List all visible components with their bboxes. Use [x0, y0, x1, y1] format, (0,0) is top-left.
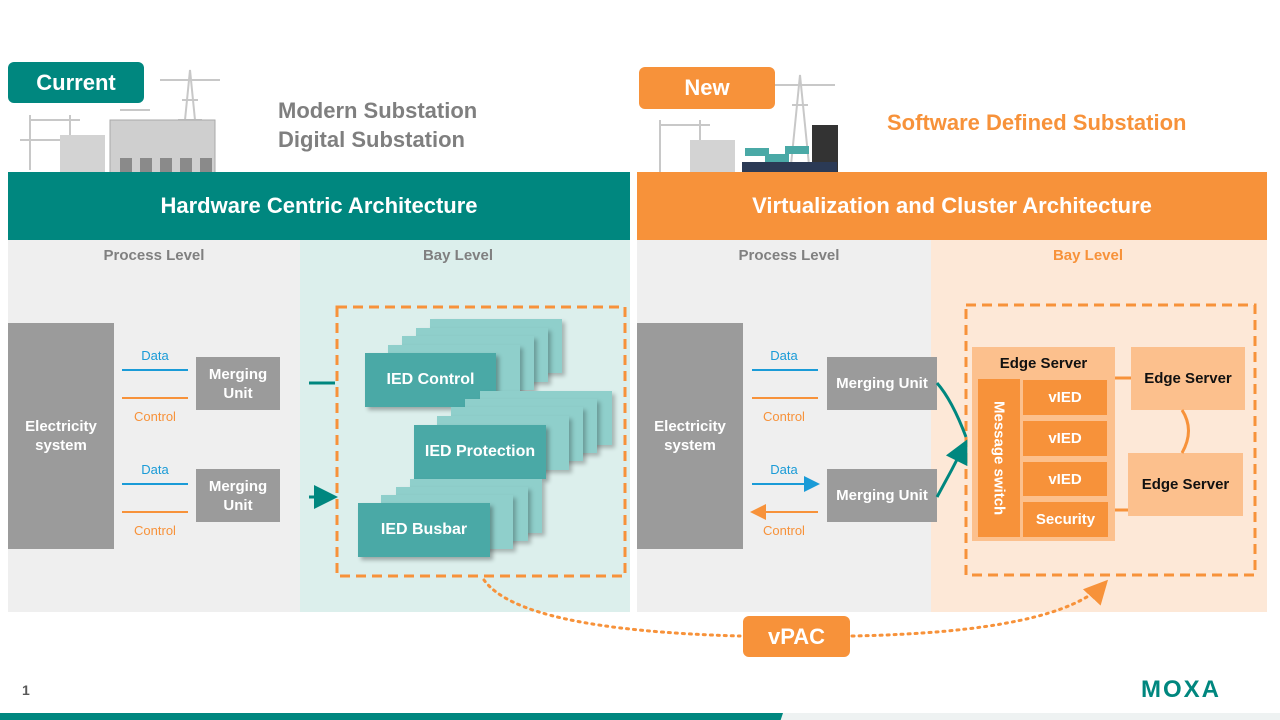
substation-illustration-current [20, 69, 220, 176]
virtualization-header: Virtualization and Cluster Architecture [637, 172, 1267, 240]
bay-level-label: Bay Level [1052, 247, 1124, 264]
cluster-link [1115, 376, 1190, 512]
merging-unit: Merging Unit [196, 469, 280, 522]
mu-to-switch-arrow [935, 382, 966, 498]
vied-box: vIED [1023, 380, 1107, 415]
mu-to-ied-arrow [309, 381, 335, 497]
bay-level-label: Bay Level [422, 247, 494, 264]
moxa-logo: MOXA [1141, 676, 1221, 703]
electricity-system: Electricity system [8, 323, 114, 549]
control-label: Control [763, 523, 805, 538]
right-dashed-group [964, 303, 1257, 577]
data-label: Data [141, 462, 169, 477]
ied-device-icon [120, 158, 132, 172]
edge-server-label: Edge Server [999, 355, 1088, 372]
vpac-dotted-link [482, 578, 742, 638]
data-label: Data [141, 348, 169, 363]
page-number: 1 [22, 682, 30, 698]
subtitle-modern: Modern Substation [278, 98, 478, 123]
control-label: Control [134, 523, 176, 538]
edge-server-node: Edge Server [1128, 453, 1243, 516]
process-level-label: Process Level [738, 247, 840, 264]
merging-unit: Merging Unit [827, 357, 937, 410]
vied-box: vIED [1023, 462, 1107, 496]
vied-box: vIED [1023, 421, 1107, 456]
vpac-dotted-link [850, 579, 1109, 638]
vpac-badge: vPAC [743, 616, 850, 657]
control-arrow [122, 397, 818, 512]
hardware-centric-header: Hardware Centric Architecture [8, 172, 630, 240]
new-badge: New [639, 67, 775, 109]
merging-unit: Merging Unit [196, 357, 280, 410]
ied-protection-box: IED Protection [414, 425, 546, 479]
merging-unit: Merging Unit [827, 469, 937, 522]
current-badge: Current [8, 62, 144, 103]
edge-server-node: Edge Server [1131, 347, 1245, 410]
security-box: Security [1023, 502, 1108, 537]
data-label: Data [770, 348, 798, 363]
message-switch-label: Message switch [990, 400, 1008, 516]
process-level-label: Process Level [103, 247, 205, 264]
left-dashed-group [335, 305, 627, 578]
electricity-system: Electricity system [637, 323, 743, 549]
subtitle-digital: Digital Substation [278, 127, 465, 152]
ied-busbar-box: IED Busbar [358, 503, 490, 557]
footer-bar-accent [0, 713, 783, 720]
ied-control-box: IED Control [365, 353, 496, 407]
control-label: Control [763, 409, 805, 424]
control-label: Control [134, 409, 176, 424]
data-arrow [122, 369, 818, 484]
subtitle-software-defined: Software Defined Substation [887, 110, 1187, 135]
data-label: Data [770, 462, 798, 477]
